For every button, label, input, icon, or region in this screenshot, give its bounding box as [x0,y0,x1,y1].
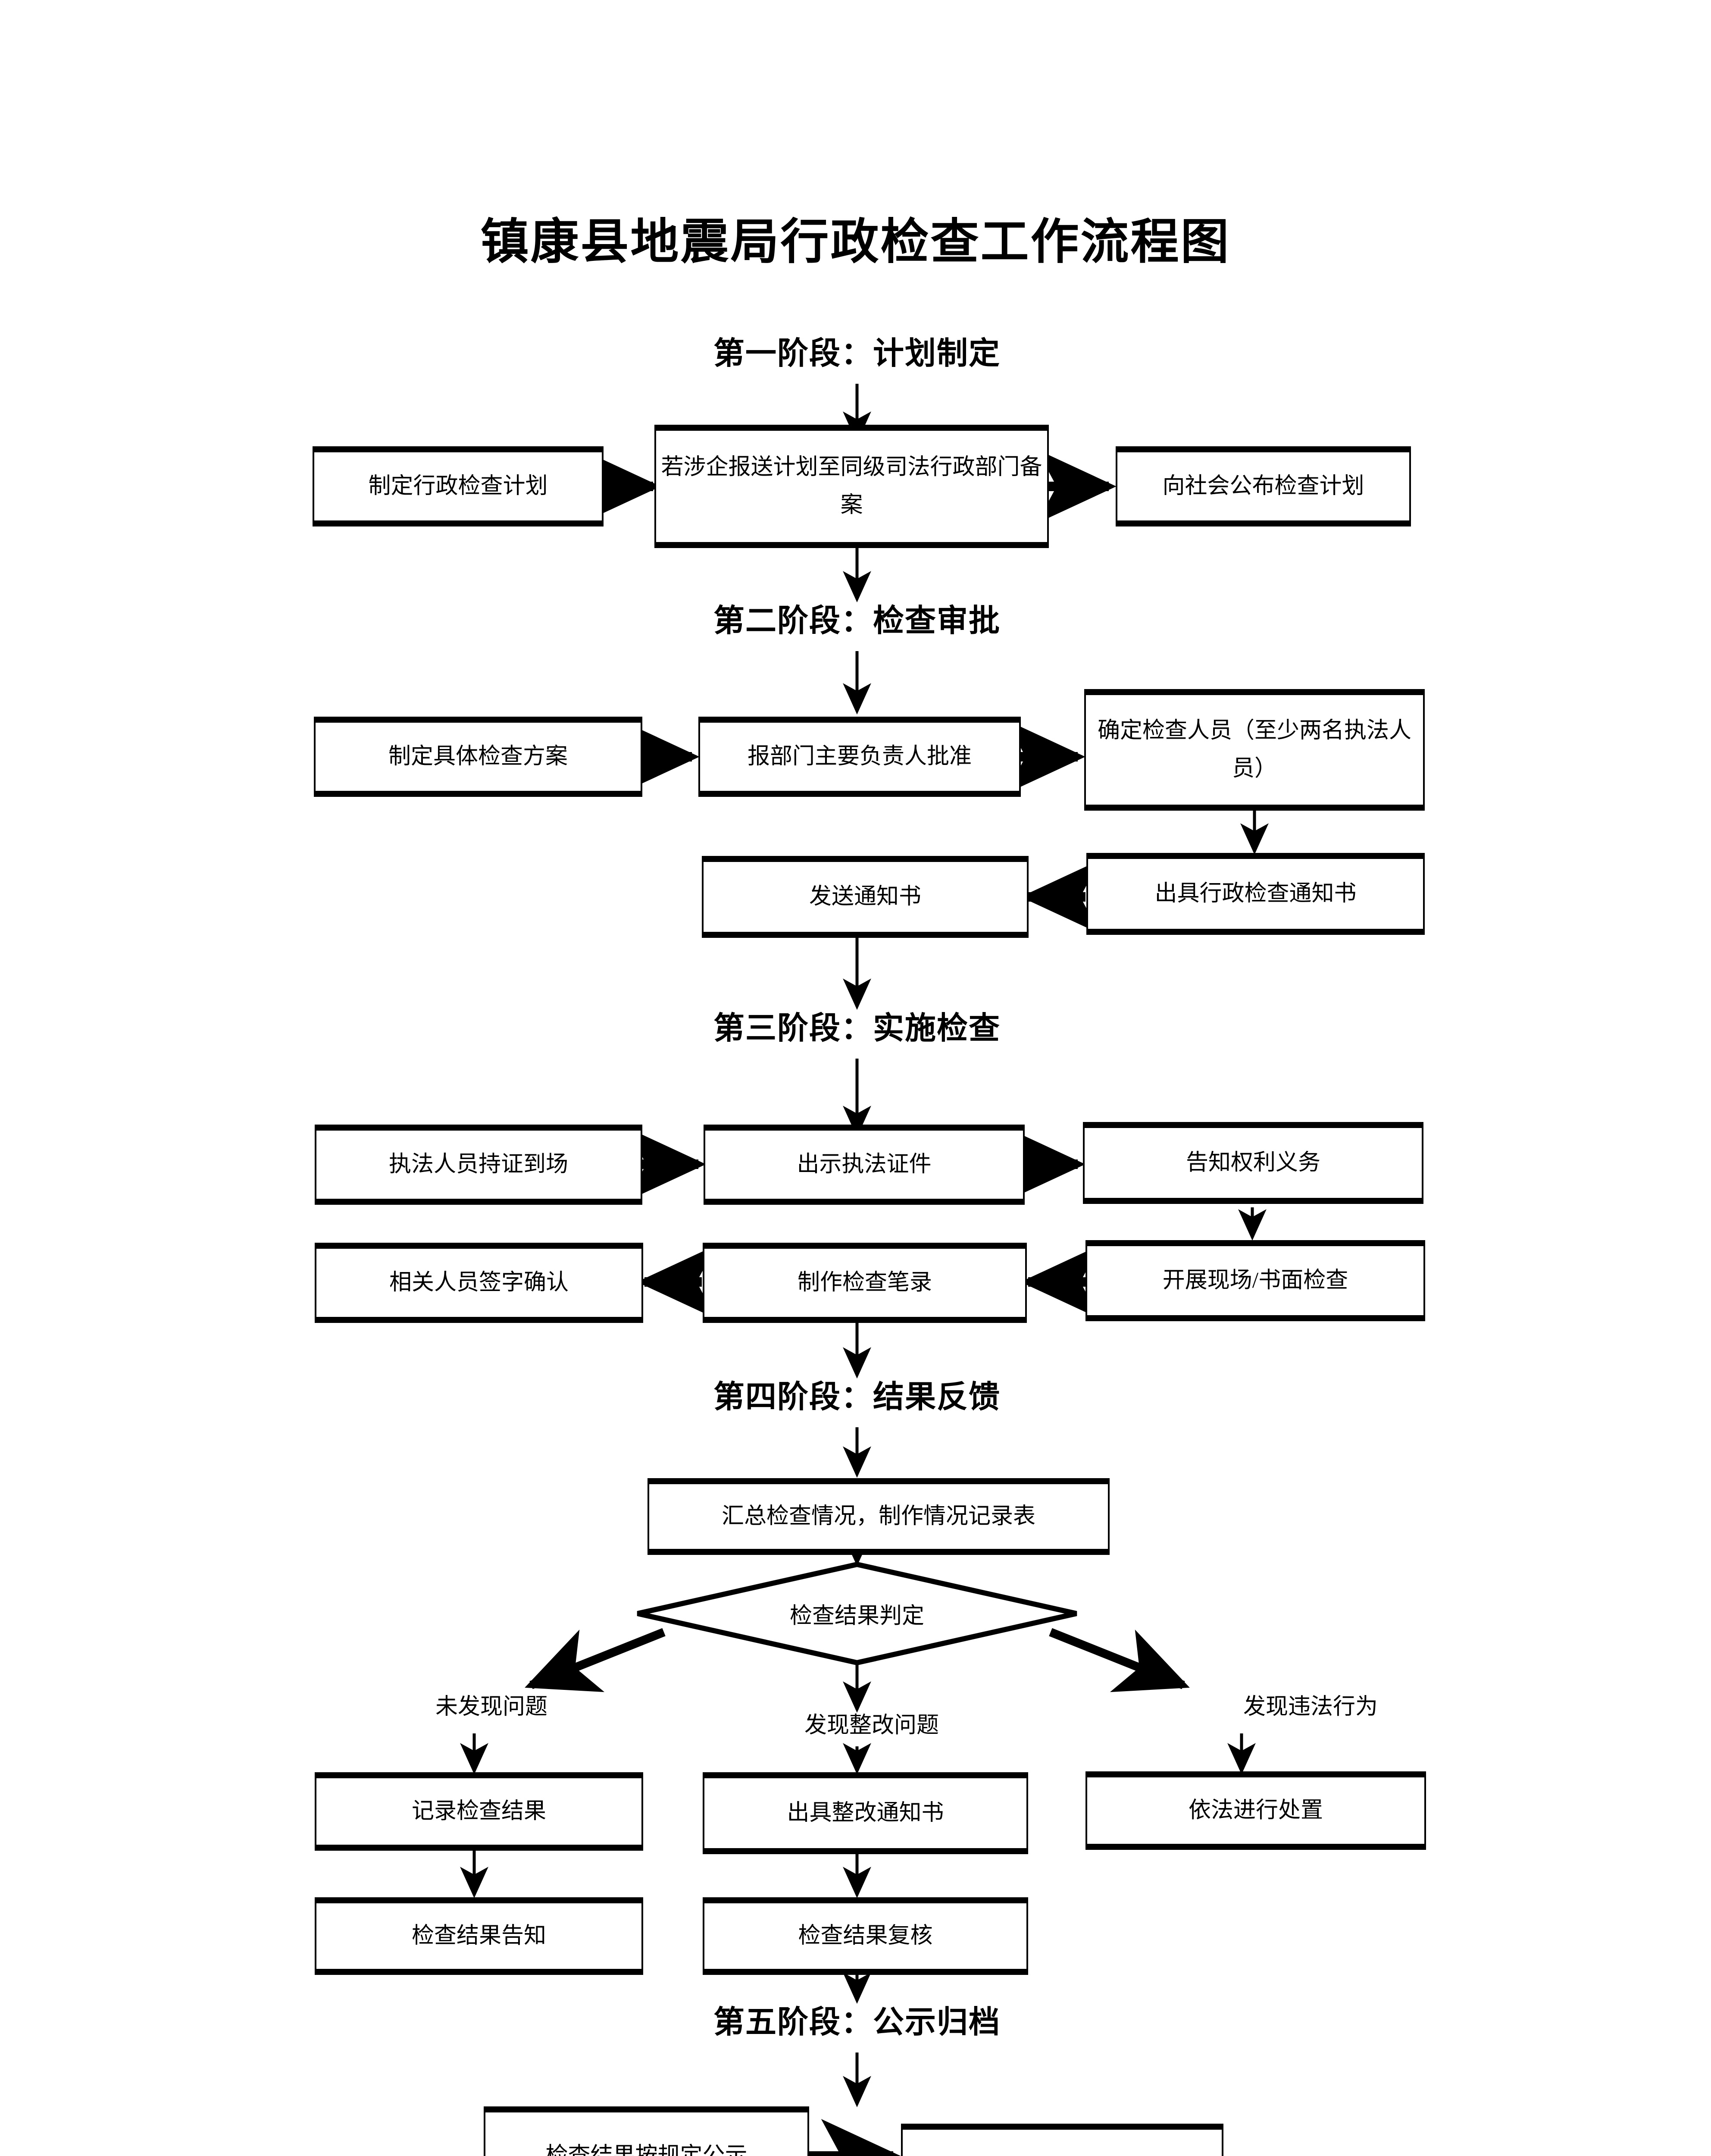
node-s3n2[interactable]: 出示执法证件 [704,1125,1025,1205]
node-label: 制作检查笔录 [797,1270,932,1295]
node-label: 制定具体检查方案 [388,744,568,769]
decision-node-inspection-result[interactable]: 检查结果判定 [638,1564,1076,1663]
decision-label: 检查结果判定 [789,1604,924,1629]
node-label: 依法进行处置 [1188,1798,1323,1823]
page-title: 镇康县地震局行政检查工作流程图 [480,215,1231,269]
node-label: 记录检查结果 [411,1799,546,1824]
node-s2n1[interactable]: 制定具体检查方案 [314,717,642,797]
node-s3n1[interactable]: 执法人员持证到场 [315,1125,642,1205]
node-s5n2[interactable]: 立卷归档 [901,2124,1223,2156]
node-label: 发送通知书 [809,884,921,909]
node-label: 报部门主要负责人批准 [747,744,972,769]
node-s1n2[interactable]: 若涉企报送计划至同级司法行政部门备案 [654,425,1049,548]
branch-label-rectify-issue: 发现整改问题 [804,1713,939,1738]
node-label: 出具整改通知书 [787,1800,944,1825]
stage-heading-3: 第三阶段：实施检查 [713,1011,1001,1046]
node-s2n3[interactable]: 确定检查人员（至少两名执法人员） [1084,689,1425,811]
stage-heading-5: 第五阶段：公示归档 [713,2005,1001,2040]
node-label: 检查结果复核 [798,1923,933,1948]
node-s2n2[interactable]: 报部门主要负责人批准 [698,717,1021,797]
node-s2n4[interactable]: 发送通知书 [702,856,1029,938]
branch-label-illegal-act: 发现违法行为 [1243,1695,1378,1719]
node-s2n5[interactable]: 出具行政检查通知书 [1086,853,1425,935]
node-label: 出示执法证件 [797,1152,932,1177]
node-s4n5[interactable]: 检查结果告知 [315,1897,643,1975]
node-label: 若涉企报送计划至同级司法行政部门备案 [661,454,1042,517]
node-s3n4[interactable]: 相关人员签字确认 [315,1243,643,1323]
stage-heading-1: 第一阶段：计划制定 [713,336,1001,371]
node-s4n2[interactable]: 记录检查结果 [315,1772,643,1851]
branch-label-no-issue: 未发现问题 [435,1695,548,1719]
node-s1n1[interactable]: 制定行政检查计划 [313,446,604,526]
node-label: 出具行政检查通知书 [1154,881,1357,906]
node-label: 向社会公布检查计划 [1162,473,1364,498]
node-label: 相关人员签字确认 [389,1270,569,1295]
node-s4n1[interactable]: 汇总检查情况，制作情况记录表 [647,1478,1110,1555]
node-s1n3[interactable]: 向社会公布检查计划 [1116,446,1411,526]
node-s3n3[interactable]: 告知权利义务 [1083,1122,1423,1204]
node-s5n1[interactable]: 检查结果按规定公示 [484,2106,809,2156]
node-s4n3[interactable]: 出具整改通知书 [703,1772,1028,1854]
stage-heading-2: 第二阶段：检查审批 [713,604,1001,638]
node-label: 检查结果按规定公示 [545,2143,748,2156]
node-label: 执法人员持证到场 [388,1152,568,1177]
node-label: 检查结果告知 [411,1923,546,1948]
node-s3n5[interactable]: 制作检查笔录 [703,1243,1027,1323]
node-s4n6[interactable]: 检查结果复核 [703,1897,1028,1975]
stage-heading-4: 第四阶段：结果反馈 [713,1380,1001,1414]
node-s3n6[interactable]: 开展现场/书面检查 [1085,1240,1425,1321]
node-s4n4[interactable]: 依法进行处置 [1085,1771,1426,1850]
node-label: 告知权利义务 [1186,1150,1320,1175]
node-label: 制定行政检查计划 [368,473,548,498]
node-label: 确定检查人员（至少两名执法人员） [1097,718,1411,781]
node-label: 汇总检查情况，制作情况记录表 [721,1504,1035,1529]
node-label: 开展现场/书面检查 [1162,1268,1348,1293]
